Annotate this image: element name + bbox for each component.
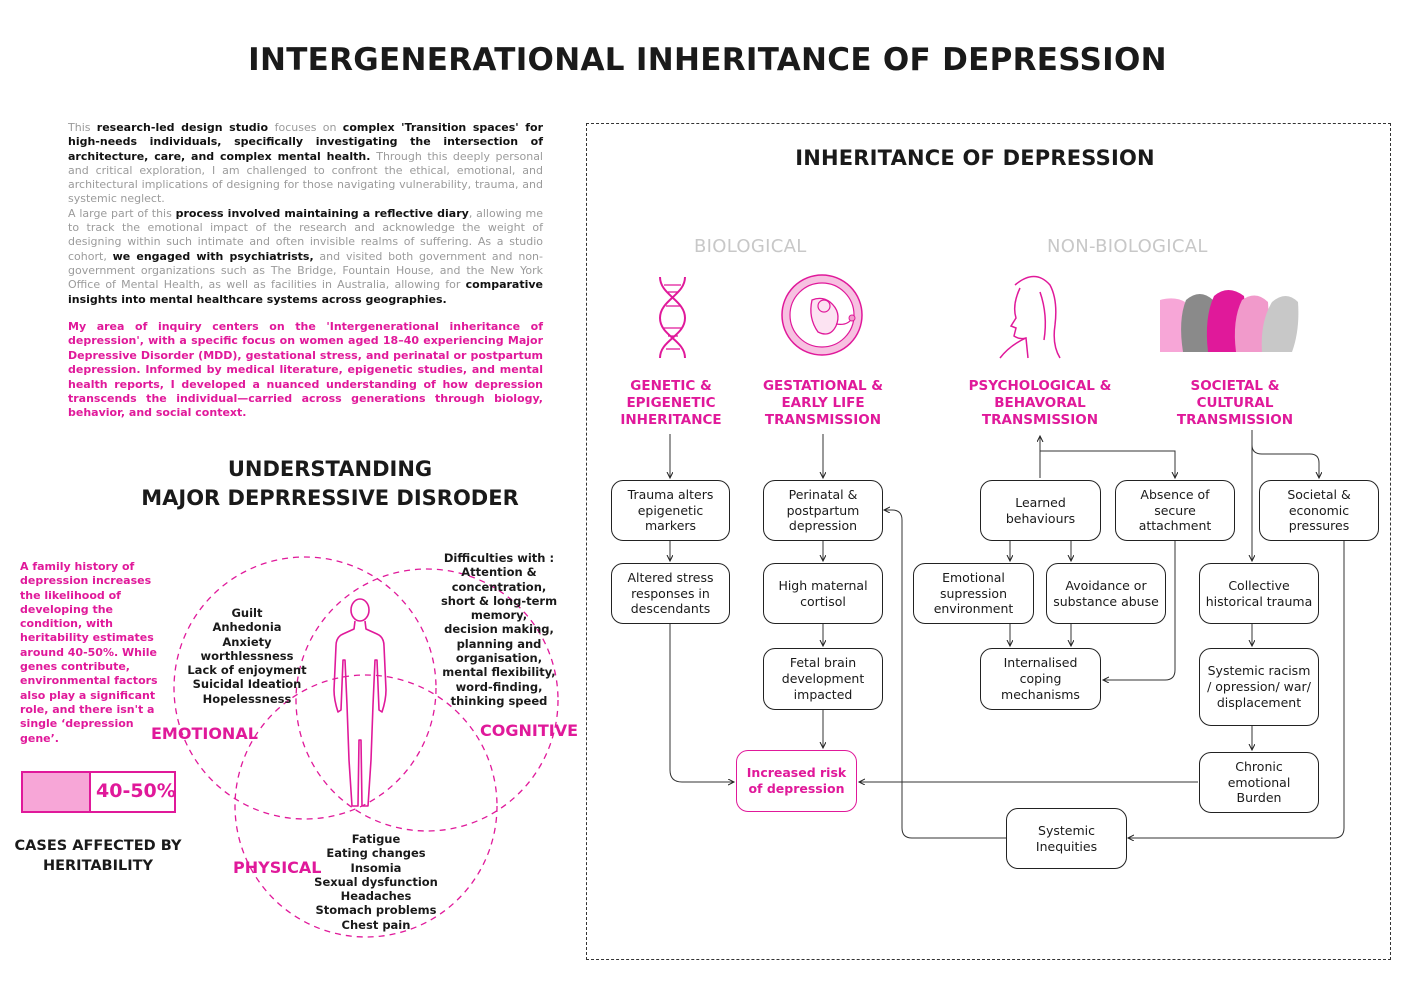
cognitive-symptom: concentration, (451, 579, 547, 594)
node-perinatal: Perinatal & postpartum depression (763, 480, 883, 541)
mdd-title: UNDERSTANDING MAJOR DEPRRESSIVE DISRODER (60, 455, 600, 513)
intro-run: This (68, 121, 97, 134)
intro-text: This research-led design studio focuses … (68, 121, 543, 307)
intro-paragraph-2: A large part of this process involved ma… (68, 207, 543, 307)
cognitive-symptom: Attention & (461, 565, 537, 580)
gestational-heading-line: TRANSMISSION (764, 412, 882, 428)
psychological-heading-line: PSYCHOLOGICAL & (968, 378, 1112, 394)
node-maternal-cortisol: High maternal cortisol (763, 563, 883, 624)
inquiry-text: My area of inquiry centers on the 'Inter… (68, 320, 543, 420)
physical-symptom: Headaches (340, 889, 412, 904)
cognitive-symptom: organisation, (455, 651, 543, 666)
intro-run: focuses on (274, 121, 343, 134)
mdd-title-line2: MAJOR DEPRRESSIVE DISRODER (141, 486, 519, 510)
cognitive-symptom: mental flexibility, (442, 665, 556, 680)
node-systemic-racism: Systemic racism / opression/ war/ displa… (1199, 648, 1319, 726)
emotional-symptom: worthlessness (200, 648, 294, 663)
heritability-label-line1: CASES AFFECTED BY (14, 838, 182, 854)
physical-symptom: Fatigue (351, 832, 401, 846)
cognitive-symptom: word-finding, (455, 679, 543, 694)
cognitive-symptom: planning and (456, 636, 542, 651)
genetic-heading-line: INHERITANCE (620, 412, 722, 428)
emotional-symptom: Anhedonia (212, 620, 282, 635)
physical-label: PHYSICAL (233, 858, 322, 877)
node-altered-stress: Altered stress responses in descendants (611, 563, 730, 624)
psychological-heading-line: BEHAVORAL (994, 395, 1086, 411)
intro-run: research-led design studio (96, 121, 275, 134)
cognitive-symptom: thinking speed (450, 693, 548, 708)
node-fetal-brain: Fetal brain development impacted (763, 648, 883, 710)
intro-run: , allowing me to track the emotional imp… (68, 206, 543, 263)
intro-run: complex 'Transition spaces' for high-nee… (68, 121, 544, 163)
emotional-symptom: Guilt (231, 606, 263, 620)
physical-symptom: Eating changes (326, 846, 426, 861)
node-avoidance: Avoidance or substance abuse (1046, 563, 1166, 624)
cognitive-symptom: Difficulties with : (443, 551, 555, 565)
societal-heading-line: SOCIETAL & (1190, 378, 1280, 394)
emotional-label: EMOTIONAL (151, 724, 258, 743)
cognitive-symptoms: Difficulties with :Attention &concentrat… (440, 551, 558, 708)
human-figure-icon (333, 598, 387, 807)
node-absence-attachment: Absence of secure attachment (1115, 480, 1235, 541)
genetic-heading-line: GENETIC & (630, 378, 712, 394)
gestational-heading-line: GESTATIONAL & (762, 378, 884, 394)
intro-run: A large part of this (68, 206, 176, 220)
intro-paragraph-1: This research-led design studio focuses … (68, 121, 543, 207)
family-history-note: A family history of depression increases… (20, 560, 158, 745)
cognitive-symptom: decision making, (444, 622, 554, 637)
physical-symptom: Stomach problems (315, 903, 437, 918)
genetic-heading-line: EPIGENETIC (626, 395, 716, 411)
physical-symptom: Chest pain (341, 917, 411, 932)
emotional-symptom: Hopelessness (202, 691, 292, 706)
page-title: INTERGENERATIONAL INHERITANCE OF DEPRESS… (248, 42, 1167, 78)
node-systemic-inequities: Systemic Inequities (1006, 808, 1127, 869)
psychological-heading-line: TRANSMISSION (981, 412, 1099, 428)
intro-run: and visited both government and non-gove… (68, 249, 543, 292)
physical-symptom: Insomia (350, 860, 402, 875)
societal-heading-line: TRANSMISSION (1176, 412, 1294, 428)
societal-heading-line: CULTURAL (1196, 395, 1274, 411)
cognitive-symptom: memory, (470, 608, 528, 623)
gestational-heading-line: EARLY LIFE (781, 395, 865, 411)
cognitive-symptom: short & long-term (440, 593, 558, 608)
node-trauma-epigenetic: Trauma alters epigenetic markers (611, 480, 730, 541)
heritability-value: 40-50% (96, 780, 176, 802)
intro-run: process involved maintaining a reflectiv… (175, 206, 469, 220)
emotional-symptom: Suicidal Ideation (192, 677, 302, 692)
heritability-bar-fill (21, 771, 91, 813)
inheritance-panel (586, 123, 1391, 960)
node-collective-trauma: Collective historical trauma (1199, 563, 1319, 624)
heritability-label-line2: HERITABILITY (42, 858, 154, 874)
cognitive-label: COGNITIVE (480, 721, 578, 740)
node-chronic-burden: Chronic emotional Burden (1199, 752, 1319, 813)
emotional-symptom: Lack of enjoyment (187, 663, 307, 678)
node-emotional-supression: Emotional supression environment (913, 563, 1034, 624)
emotional-symptom: Anxiety (222, 634, 272, 649)
intro-run: we engaged with psychiatrists, (112, 249, 314, 263)
node-increased-risk: Increased risk of depression (736, 750, 857, 812)
mdd-title-line1: UNDERSTANDING (227, 457, 433, 481)
biological-heading: BIOLOGICAL (694, 236, 807, 257)
non-biological-heading: NON-BIOLOGICAL (1047, 236, 1208, 257)
panel-title: INHERITANCE OF DEPRESSION (795, 146, 1155, 170)
node-learned-behaviours: Learned behaviours (980, 480, 1101, 541)
physical-symptom: Sexual dysfunction (314, 874, 438, 889)
node-societal-economic: Societal & economic pressures (1259, 480, 1379, 541)
intro-run: comparative insights into mental healthc… (68, 278, 543, 306)
heritability-label: CASES AFFECTED BY HERITABILITY (14, 836, 182, 876)
intro-run: Through this deeply personal and critica… (68, 149, 543, 206)
node-internalised-coping: Internalised coping mechanisms (980, 648, 1101, 710)
